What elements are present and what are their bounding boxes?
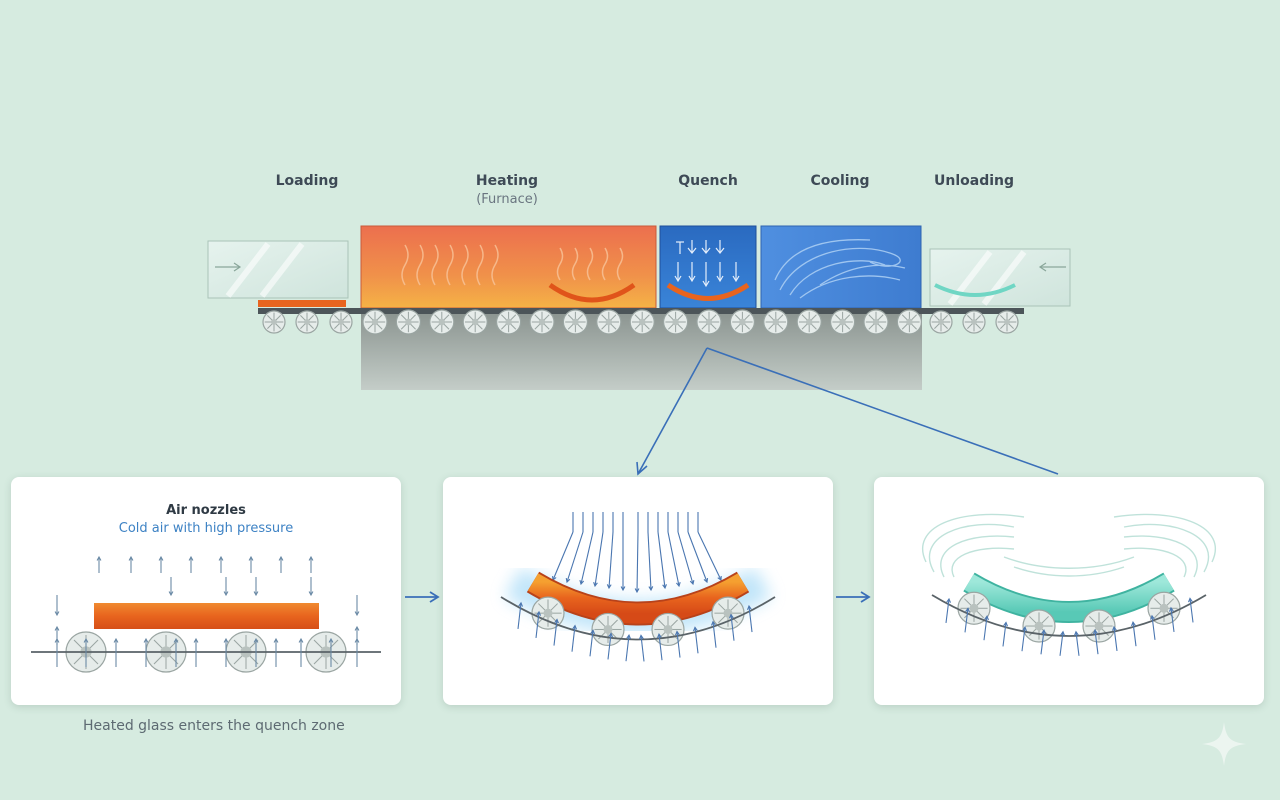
panel-subtitle: Cold air with high pressure — [118, 521, 294, 536]
roller — [329, 310, 353, 334]
loading-hot-glass — [258, 300, 346, 307]
tempering-line-diagram — [207, 225, 1071, 476]
panel-2-illustration — [500, 512, 776, 662]
roller — [763, 309, 789, 335]
roller — [529, 309, 555, 335]
roller — [995, 310, 1019, 334]
roller — [362, 309, 388, 335]
quench-zone — [659, 225, 757, 309]
roller — [531, 596, 565, 630]
unloading-cooled-glass — [934, 283, 1016, 297]
roller — [796, 309, 822, 335]
unloading-glass-sheet — [929, 248, 1071, 307]
panel-title: Air nozzles — [166, 503, 246, 518]
furnace-bent-glass — [548, 282, 636, 303]
roller — [696, 309, 722, 335]
roller — [896, 309, 923, 335]
quench-bent-glass — [666, 282, 750, 301]
roller — [629, 309, 655, 335]
roller — [729, 309, 756, 335]
roller — [929, 310, 953, 334]
cooled-bent-glass — [964, 574, 1174, 621]
roller — [962, 310, 986, 334]
flow-arrow-1 — [405, 591, 440, 603]
panel-cooled-glass — [874, 477, 1264, 705]
cooling-zone — [760, 225, 922, 309]
stage-label-cooling: Cooling — [810, 173, 870, 189]
roller — [863, 309, 889, 335]
roller — [1082, 609, 1116, 643]
cooling-swirls — [922, 513, 1216, 578]
stage-label-heating: Heating — [475, 173, 539, 189]
roller — [295, 310, 319, 334]
roller — [1022, 609, 1056, 643]
roller — [262, 310, 286, 334]
roller — [562, 309, 589, 335]
callout-lines — [636, 347, 1059, 476]
sparkle-icon — [1202, 722, 1246, 766]
roller — [462, 309, 488, 335]
bent-hot-glass — [527, 573, 749, 624]
roller — [711, 596, 745, 630]
stage-label-quench: Quench — [678, 173, 738, 189]
caption: Heated glass enters the quench zone — [83, 718, 345, 734]
furnace-zone — [360, 225, 657, 309]
stage-label-loading: Loading — [275, 173, 339, 189]
loading-glass-sheet — [207, 240, 349, 299]
stage-label-unloading: Unloading — [933, 173, 1015, 189]
conveyor-rollers — [262, 309, 1019, 335]
roller — [496, 309, 522, 335]
cooling-airflow — [774, 239, 906, 299]
quench-arrows — [674, 240, 740, 288]
panel-3-illustration — [922, 513, 1216, 656]
flow-arrow-2 — [836, 591, 871, 603]
roller — [596, 309, 622, 335]
hot-glass-bar — [94, 603, 319, 629]
stage-sub-heating: (Furnace) — [476, 192, 538, 207]
panel-quench-bending — [443, 477, 833, 705]
roller — [395, 309, 421, 335]
roller — [591, 612, 625, 647]
heat-waves — [401, 244, 624, 286]
panel-air-nozzles: Air nozzles Cold air with high pressure — [11, 477, 401, 705]
panel-1-illustration — [31, 555, 381, 673]
roller — [429, 309, 455, 335]
roller — [829, 309, 856, 335]
roller — [662, 309, 689, 335]
roller — [957, 591, 991, 625]
roller — [651, 612, 685, 647]
